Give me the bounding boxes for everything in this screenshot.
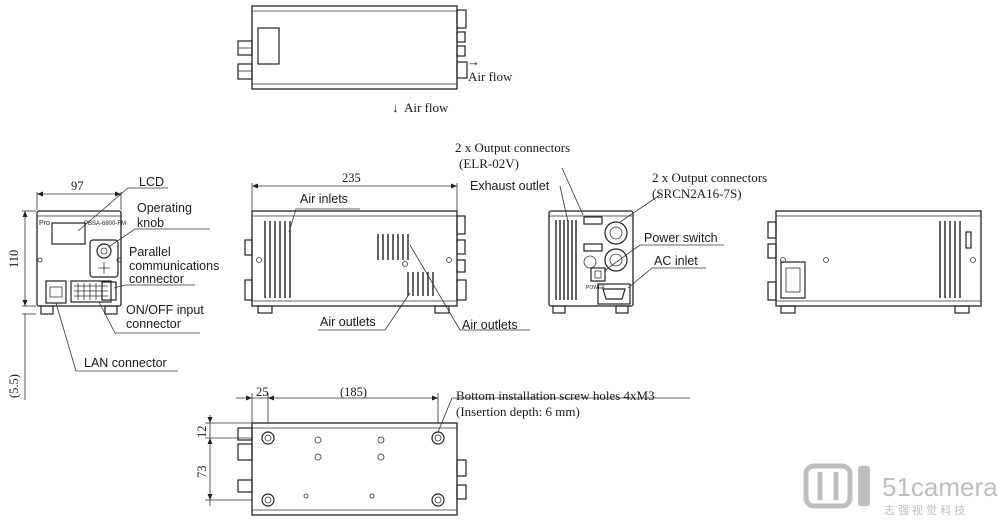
dim-front-width: 97 xyxy=(71,179,84,193)
top-view-label-plate xyxy=(257,27,280,65)
right-side-inlet xyxy=(780,261,806,299)
side-view-right-body xyxy=(775,210,982,307)
label-power-switch: Power switch xyxy=(644,231,718,245)
ac-inlet[interactable] xyxy=(597,283,631,305)
dim-bottom-span-y: 73 xyxy=(195,466,209,479)
power-switch[interactable] xyxy=(590,267,606,282)
srcn-connector-2[interactable] xyxy=(604,248,628,272)
side-view-left-body xyxy=(251,210,458,307)
label-screw-holes-2: (Insertion depth: 6 mm) xyxy=(456,404,580,419)
bottom-view: 25 (185) 12 73 Bottom installation screw… xyxy=(195,385,690,516)
right-side-slots xyxy=(939,221,961,298)
front-view: 97 110 (5.5) Pro PBSA-6800-FM xyxy=(7,175,219,400)
label-ac-inlet: AC inlet xyxy=(654,254,698,268)
label-output-srcn-2: (SRCN2A16-7S) xyxy=(652,186,742,201)
lcd-screen xyxy=(51,222,86,245)
label-screw-holes-1: Bottom installation screw holes 4xM3 xyxy=(456,388,655,403)
side-view-right xyxy=(767,210,982,314)
front-model: PBSA-6800-FM xyxy=(84,221,126,227)
air-flow-down-label: Air flow xyxy=(404,100,449,115)
dim-bottom-offset-x: 25 xyxy=(256,385,269,399)
label-output-srcn-1: 2 x Output connectors xyxy=(652,170,767,185)
operating-knob[interactable] xyxy=(96,243,112,259)
dim-bottom-span-x: (185) xyxy=(340,385,367,399)
power-tag: POWER xyxy=(586,285,605,291)
label-lan: LAN connector xyxy=(84,356,167,370)
elr-connector-1[interactable] xyxy=(583,216,603,225)
bottom-view-body xyxy=(251,422,458,516)
top-view-body xyxy=(251,5,458,90)
label-air-outlets-left: Air outlets xyxy=(320,315,376,329)
watermark-brand: 51camera xyxy=(882,472,998,502)
dim-foot-height: (5.5) xyxy=(7,374,21,398)
label-exhaust-outlet: Exhaust outlet xyxy=(470,179,550,193)
label-lcd: LCD xyxy=(139,175,164,189)
dim-front-height: 110 xyxy=(7,250,21,268)
label-parallel-3: connector xyxy=(129,272,184,286)
side-view-left: 235 xyxy=(244,171,530,332)
onoff-connector[interactable] xyxy=(101,281,117,301)
label-operating-knob-2: knob xyxy=(137,216,164,230)
air-flow-arrow-right: → xyxy=(467,54,480,69)
srcn-connector-1[interactable] xyxy=(604,221,628,245)
front-logo: Pro xyxy=(39,220,50,227)
dim-side-length: 235 xyxy=(342,171,361,185)
air-outlet-slots-upper xyxy=(377,234,409,260)
air-inlet-slots xyxy=(264,221,291,298)
top-view: → Air flow ↓ Air flow xyxy=(237,5,513,115)
parallel-connector[interactable] xyxy=(70,280,112,303)
air-flow-side-label: Air flow xyxy=(468,69,513,84)
label-air-outlets-right: Air outlets xyxy=(462,318,518,332)
label-onoff-1: ON/OFF input xyxy=(126,303,204,317)
label-onoff-2: connector xyxy=(126,317,181,331)
dim-bottom-offset-y: 12 xyxy=(195,426,209,439)
watermark-logo-icon xyxy=(803,463,870,509)
label-output-elr-1: 2 x Output connectors xyxy=(455,140,570,155)
watermark-tagline: 志 强 视 觉 科 技 xyxy=(884,503,965,517)
front-panel-body xyxy=(36,210,122,307)
label-parallel-1: Parallel xyxy=(129,245,171,259)
elr-connector-2[interactable] xyxy=(583,243,603,252)
label-air-inlets: Air inlets xyxy=(300,192,348,206)
rear-view: POWER 2 x Output connectors (ELR-02V) Ex… xyxy=(455,140,767,314)
exhaust-slots xyxy=(555,220,577,300)
air-flow-arrow-down: ↓ xyxy=(392,100,399,115)
rear-panel-body xyxy=(548,210,634,307)
label-parallel-2: communications xyxy=(129,259,219,273)
label-output-elr-2: (ELR-02V) xyxy=(459,156,519,171)
watermark: 51camera 志 强 视 觉 科 技 xyxy=(803,463,998,517)
label-operating-knob-1: Operating xyxy=(137,201,192,215)
